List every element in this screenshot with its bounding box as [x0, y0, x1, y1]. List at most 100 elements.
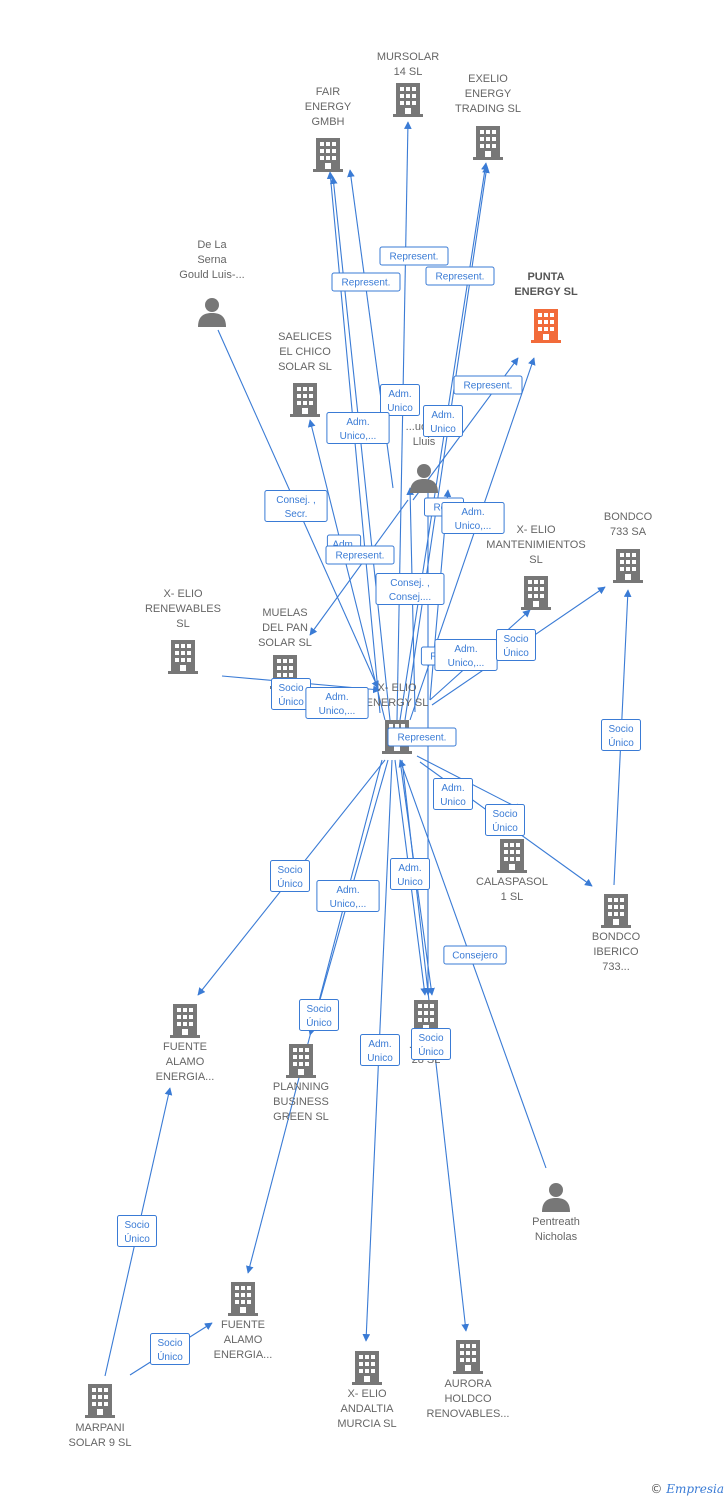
relation-label[interactable]: Consej. ,Consej....: [375, 573, 445, 605]
svg-text:Adm.Unico,...: Adm.Unico,...: [455, 507, 492, 532]
building-icon: [393, 83, 423, 117]
svg-text:Represent.: Represent.: [390, 252, 439, 263]
svg-text:Adm.Unico,...: Adm.Unico,...: [340, 417, 377, 442]
copyright-symbol: ©: [650, 1482, 663, 1496]
building-icon: [168, 640, 198, 674]
empresia-credit[interactable]: © Empresia: [650, 1482, 724, 1496]
building-icon: [290, 383, 320, 417]
svg-text:Adm.Unico: Adm.Unico: [397, 863, 423, 888]
svg-text:Represent.: Represent.: [342, 278, 391, 289]
svg-text:Represent.: Represent.: [464, 381, 513, 392]
building-icon: [601, 894, 631, 928]
relation-label[interactable]: Adm.Unico,...: [316, 880, 380, 912]
svg-text:Adm.: Adm.: [332, 540, 355, 551]
relation-label[interactable]: Adm.Unico: [390, 858, 430, 890]
svg-text:Consej. ,Consej....: Consej. ,Consej....: [389, 578, 431, 603]
svg-text:Represent.: Represent.: [436, 272, 485, 283]
relation-label[interactable]: Represent.: [331, 272, 401, 292]
building-icon: [473, 126, 503, 160]
svg-text:Adm.Unico: Adm.Unico: [387, 389, 413, 414]
relation-label[interactable]: Adm.Unico: [423, 405, 463, 437]
relation-edge: [396, 121, 412, 721]
relation-label[interactable]: Adm.Unico,...: [305, 687, 369, 719]
svg-text:Adm.Unico: Adm.Unico: [430, 410, 456, 435]
relation-label[interactable]: Adm.Unico,...: [326, 412, 390, 444]
relation-label[interactable]: Represent.: [379, 246, 449, 266]
relation-edge: [307, 419, 386, 721]
relation-label[interactable]: Represent.: [453, 375, 523, 395]
building-icon: [352, 1351, 382, 1385]
svg-text:Represent.: Represent.: [336, 551, 385, 562]
relation-label[interactable]: Represent.: [325, 545, 395, 565]
building-icon: [170, 1004, 200, 1038]
svg-text:Consej. ,Secr.: Consej. ,Secr.: [276, 495, 315, 520]
relation-label[interactable]: Adm.Unico,...: [434, 639, 498, 671]
relation-label[interactable]: Consejero: [443, 945, 507, 965]
relation-label[interactable]: Adm.Unico: [380, 384, 420, 416]
building-icon: [286, 1044, 316, 1078]
svg-text:Adm.Unico: Adm.Unico: [367, 1039, 393, 1064]
relation-label[interactable]: Adm.Unico,...: [441, 502, 505, 534]
relation-label[interactable]: Consej. ,Secr.: [264, 490, 328, 522]
relation-label[interactable]: Adm.Unico: [433, 778, 473, 810]
relation-label[interactable]: Adm.Unico: [360, 1034, 400, 1066]
svg-text:Consejero: Consejero: [452, 951, 498, 962]
building-icon: [531, 309, 561, 343]
relation-label[interactable]: Represent.: [387, 727, 457, 747]
relation-edge: [309, 499, 409, 636]
relation-label[interactable]: Represent.: [425, 266, 495, 286]
svg-text:Adm.Unico,...: Adm.Unico,...: [448, 644, 485, 669]
